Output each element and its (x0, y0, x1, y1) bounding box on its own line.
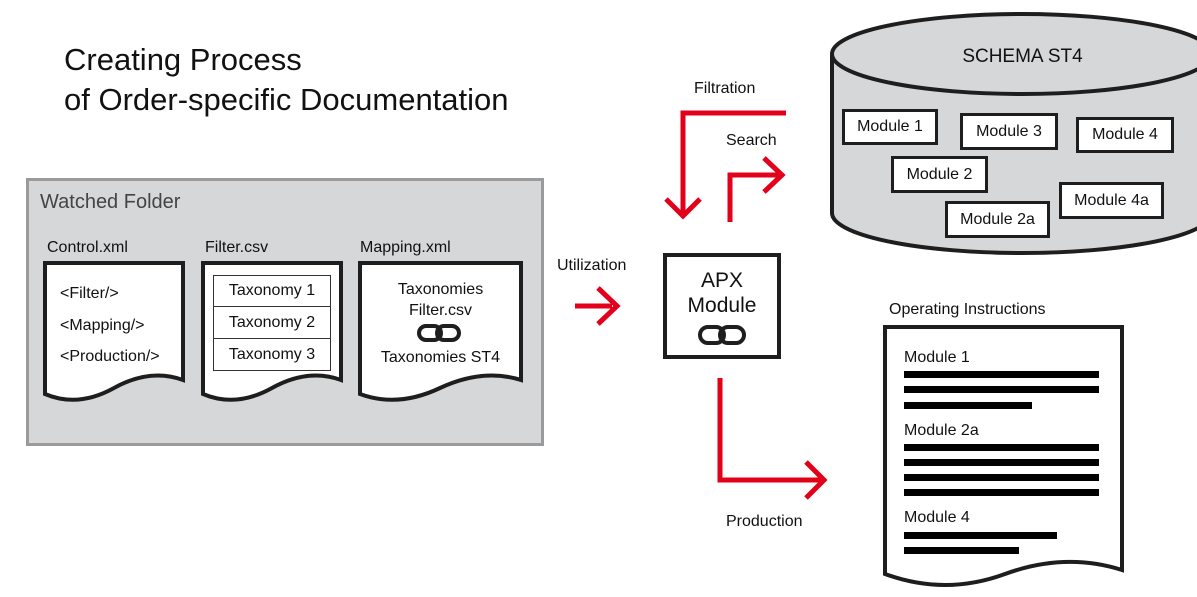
mapping-xml-label: Mapping.xml (360, 239, 451, 256)
mapping-link-icon (417, 324, 461, 342)
utilization-arrowhead (596, 286, 621, 326)
apx-line-2: Module (687, 294, 757, 317)
filtration-arrowhead (664, 197, 702, 220)
oi-text-bar (904, 444, 1099, 451)
oi-text-bar (904, 459, 1099, 466)
production-arrow (717, 378, 822, 483)
oi-text-bar (904, 386, 1099, 393)
schema-module-4a: Module 4a (1059, 182, 1164, 219)
watched-folder-label: Watched Folder (40, 191, 181, 213)
apx-link-icon (698, 325, 746, 345)
oi-text-bar (904, 402, 1032, 409)
apx-module-box (663, 253, 781, 359)
oi-text-bar (904, 489, 1099, 496)
control-line-filter: <Filter/> (60, 285, 119, 302)
title-line-1: Creating Process (64, 42, 302, 77)
production-arrowhead (804, 460, 828, 500)
oi-text-bar (904, 371, 1099, 378)
control-xml-label: Control.xml (47, 239, 128, 256)
control-line-mapping: <Mapping/> (60, 317, 145, 334)
schema-module-1: Module 1 (842, 109, 938, 145)
search-label: Search (726, 132, 777, 149)
filtration-arrow (680, 110, 786, 214)
taxonomy-row: Taxonomy 3 (213, 339, 331, 371)
schema-module-3: Module 3 (960, 113, 1058, 150)
control-line-production: <Production/> (60, 348, 160, 365)
oi-text-bar (904, 474, 1099, 481)
schema-module-2: Module 2 (891, 156, 988, 193)
oi-section-module-2a: Module 2a (904, 422, 979, 439)
filter-doc-shape (201, 261, 343, 402)
schema-title: SCHEMA ST4 (962, 46, 1083, 67)
control-doc-shape (43, 261, 185, 402)
schema-module-4: Module 4 (1076, 117, 1174, 153)
schema-module-2a: Module 2a (945, 201, 1050, 238)
taxonomy-row: Taxonomy 2 (213, 307, 331, 339)
diagram-title: Creating Process of Order-specific Docum… (64, 40, 509, 120)
oi-section-module-4: Module 4 (904, 509, 970, 526)
oi-text-bar (904, 547, 1019, 554)
apx-line-1: APX (700, 269, 744, 292)
production-label: Production (726, 513, 803, 530)
title-line-2: of Order-specific Documentation (64, 82, 509, 117)
operating-instructions-label: Operating Instructions (889, 301, 1046, 318)
search-arrow (727, 172, 780, 222)
oi-text-bar (904, 532, 1057, 539)
mapping-line-filter-csv: Filter.csv (408, 302, 473, 319)
search-arrowhead (762, 156, 786, 194)
utilization-label: Utilization (557, 257, 627, 274)
schema-cylinder-top (830, 12, 1197, 96)
filtration-label: Filtration (694, 80, 756, 97)
oi-section-module-1: Module 1 (904, 349, 970, 366)
mapping-line-taxonomies: Taxonomies (397, 281, 484, 298)
filter-csv-label: Filter.csv (205, 239, 269, 256)
mapping-line-taxonomies-st4: Taxonomies ST4 (380, 349, 501, 366)
taxonomy-row: Taxonomy 1 (213, 275, 331, 307)
